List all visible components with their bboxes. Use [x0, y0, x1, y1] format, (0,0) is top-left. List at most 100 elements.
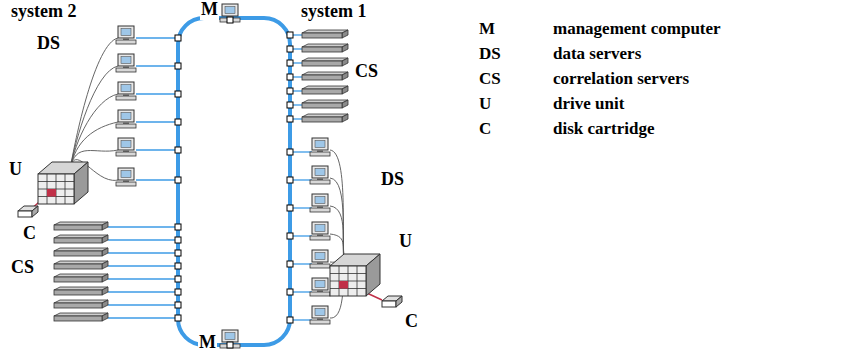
ring-port — [287, 261, 293, 267]
network-link — [136, 179, 178, 180]
system-label: system 1 — [300, 2, 368, 22]
computer-icon — [116, 54, 136, 72]
ring-port — [175, 91, 181, 97]
server-slab — [54, 313, 108, 321]
ring-port — [287, 317, 293, 323]
network-link — [136, 149, 178, 150]
network-link — [108, 304, 178, 305]
ring-port — [227, 17, 233, 23]
drive-unit — [38, 162, 88, 204]
computer-icon — [220, 330, 240, 348]
ring-port — [175, 224, 181, 230]
computer-icon — [116, 26, 136, 44]
group-letter: DS — [380, 170, 405, 190]
computer-icon — [220, 4, 240, 22]
server-slab — [302, 30, 348, 38]
server-slab — [302, 58, 348, 66]
drive-cable — [70, 94, 118, 170]
device-letter: C — [404, 312, 419, 332]
network-link — [108, 265, 178, 266]
legend-key: C — [478, 120, 492, 139]
server-slab — [302, 72, 348, 80]
computer-icon — [310, 166, 330, 184]
server-slab — [302, 100, 348, 108]
network-link — [108, 291, 178, 292]
network-link — [108, 317, 178, 318]
computer-icon — [310, 222, 330, 240]
ring-port — [287, 60, 293, 66]
network-link — [136, 121, 178, 122]
computer-icon — [116, 138, 136, 156]
ring-port — [175, 263, 181, 269]
ring-port — [175, 250, 181, 256]
ring-port — [287, 289, 293, 295]
legend-key: M — [478, 20, 496, 39]
drive-cable — [330, 206, 345, 262]
disk-cartridge — [18, 206, 38, 217]
legend-description: data servers — [552, 45, 642, 64]
ring-port — [287, 102, 293, 108]
equipment — [18, 4, 402, 348]
wires — [30, 35, 382, 320]
ring-port — [175, 315, 181, 321]
ring-port — [175, 237, 181, 243]
device-letter: U — [8, 160, 23, 180]
ring-port — [175, 177, 181, 183]
server-slab — [54, 235, 108, 243]
ring-port — [175, 147, 181, 153]
computer-icon — [116, 110, 136, 128]
network-link — [108, 226, 178, 227]
ring-port — [287, 205, 293, 211]
device-letter: M — [200, 0, 219, 20]
drive-unit — [330, 254, 380, 296]
legend-description: disk cartridge — [552, 120, 656, 139]
ring-port — [175, 302, 181, 308]
legend-key: U — [478, 95, 492, 114]
drive-cable — [330, 178, 345, 262]
network-link — [136, 65, 178, 66]
legend-description: management computer — [552, 20, 722, 39]
network-link — [108, 278, 178, 279]
ring-port — [175, 63, 181, 69]
ring-port — [175, 119, 181, 125]
computer-icon — [310, 278, 330, 296]
network-link — [136, 93, 178, 94]
ring-port — [227, 342, 233, 348]
legend-key: DS — [478, 45, 502, 64]
computer-icon — [310, 138, 330, 156]
network-link — [108, 252, 178, 253]
server-slab — [54, 274, 108, 282]
network-ring — [178, 18, 290, 345]
drive-cable — [70, 66, 118, 170]
device-letter: C — [22, 224, 37, 244]
server-slab — [302, 44, 348, 52]
legend-description: correlation servers — [552, 70, 690, 89]
ring-port — [287, 149, 293, 155]
ring-port — [287, 233, 293, 239]
network-link — [136, 37, 178, 38]
ring-port — [175, 35, 181, 41]
group-letter: DS — [36, 34, 61, 54]
computer-icon — [310, 306, 330, 324]
group-letter: CS — [10, 258, 35, 278]
server-slab — [302, 86, 348, 94]
drive-cable — [330, 150, 345, 262]
ring-port — [287, 74, 293, 80]
server-slab — [302, 114, 348, 122]
server-slab — [54, 222, 108, 230]
legend-description: drive unit — [552, 95, 625, 114]
ring-port — [287, 88, 293, 94]
ring-port — [287, 46, 293, 52]
computer-icon — [116, 82, 136, 100]
ring-port — [287, 177, 293, 183]
network-link — [108, 239, 178, 240]
server-slab — [54, 248, 108, 256]
system-label: system 2 — [10, 2, 78, 22]
drive-cable — [70, 38, 118, 170]
ring-port — [287, 32, 293, 38]
legend-key: CS — [478, 70, 502, 89]
computer-icon — [310, 250, 330, 268]
device-letter: U — [398, 232, 413, 252]
